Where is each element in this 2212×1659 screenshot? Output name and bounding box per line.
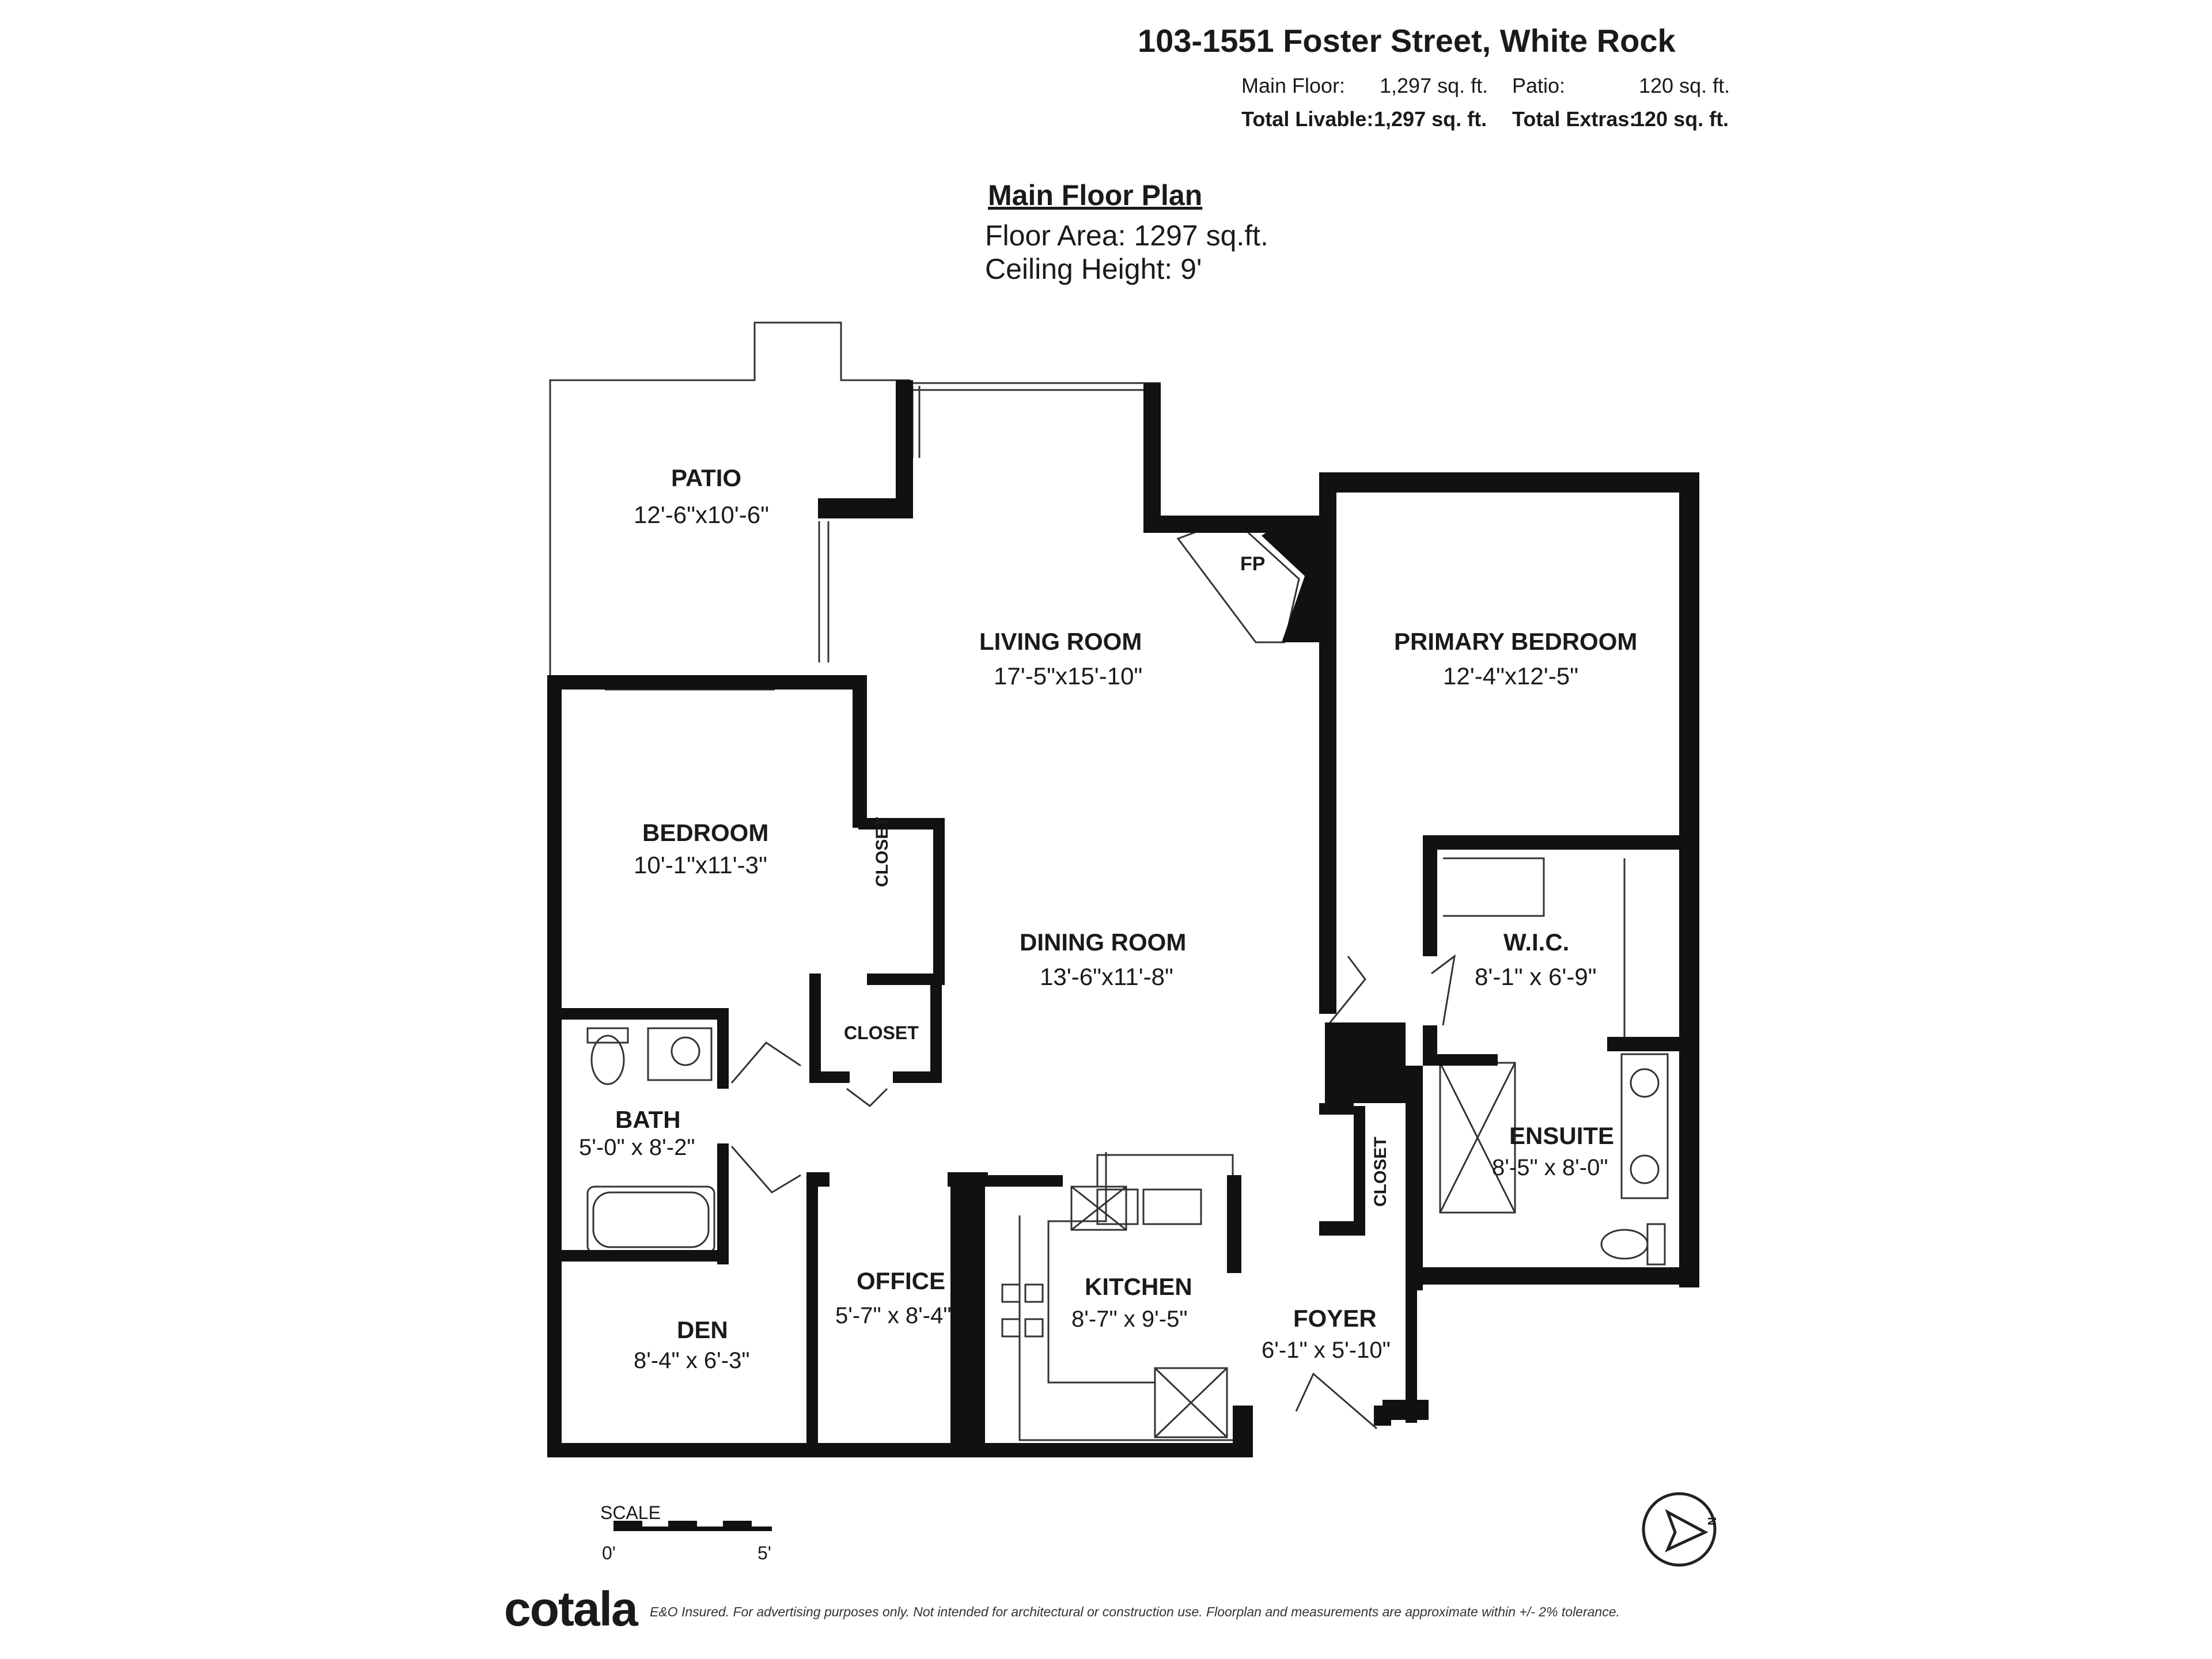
fireplace-label: FP bbox=[1240, 553, 1266, 575]
compass-north-label: N bbox=[1706, 1517, 1719, 1525]
bedroom-closet-label: CLOSET bbox=[873, 817, 892, 887]
living-room-name: LIVING ROOM bbox=[979, 628, 1142, 655]
patio-dims: 12'-6"x10'-6" bbox=[634, 501, 769, 528]
main-floor-value: 1,297 sq. ft. bbox=[1380, 74, 1488, 97]
scale-bar bbox=[613, 1521, 772, 1531]
plan-title: Main Floor Plan bbox=[988, 179, 1203, 211]
wic-name: W.I.C. bbox=[1503, 929, 1570, 956]
wic-dims: 8'-1" x 6'-9" bbox=[1475, 963, 1597, 990]
ensuite-name: ENSUITE bbox=[1509, 1122, 1615, 1149]
patio-name: PATIO bbox=[671, 464, 742, 491]
total-livable-value: 1,297 sq. ft. bbox=[1374, 107, 1487, 131]
cotala-logo: cotala bbox=[504, 1582, 638, 1636]
main-floor-label: Main Floor: bbox=[1241, 74, 1346, 97]
foyer-dims: 6'-1" x 5'-10" bbox=[1262, 1338, 1391, 1363]
disclaimer-text: E&O Insured. For advertising purposes on… bbox=[650, 1604, 1620, 1619]
living-room-dims: 17'-5"x15'-10" bbox=[994, 662, 1143, 690]
bath-dims: 5'-0" x 8'-2" bbox=[579, 1135, 695, 1160]
floor-area: Floor Area: 1297 sq.ft. bbox=[985, 219, 1268, 252]
bedroom-dims: 10'-1"x11'-3" bbox=[634, 851, 767, 878]
dining-room-dims: 13'-6"x11'-8" bbox=[1040, 963, 1173, 990]
foyer-closet-label: CLOSET bbox=[1371, 1137, 1390, 1207]
primary-bedroom-name: PRIMARY BEDROOM bbox=[1394, 628, 1638, 655]
ensuite-dims: 8'-5" x 8'-0" bbox=[1492, 1155, 1608, 1180]
scale-label: SCALE bbox=[600, 1502, 661, 1523]
compass-icon bbox=[1642, 1492, 1717, 1567]
kitchen-dims: 8'-7" x 9'-5" bbox=[1071, 1306, 1188, 1332]
total-extras-label: Total Extras: bbox=[1512, 107, 1637, 131]
office-name: OFFICE bbox=[857, 1267, 945, 1294]
address-title: 103-1551 Foster Street, White Rock bbox=[1138, 22, 1676, 59]
total-livable-label: Total Livable: bbox=[1241, 107, 1374, 131]
dining-room-name: DINING ROOM bbox=[1020, 929, 1187, 956]
scale-end: 5' bbox=[757, 1543, 771, 1563]
patio-area-label: Patio: bbox=[1512, 74, 1566, 97]
bedroom-name: BEDROOM bbox=[642, 819, 769, 846]
walls bbox=[547, 380, 1699, 1457]
kitchen-name: KITCHEN bbox=[1085, 1273, 1192, 1300]
bath-name: BATH bbox=[615, 1106, 681, 1133]
foyer-name: FOYER bbox=[1293, 1305, 1377, 1332]
hall-closet-label: CLOSET bbox=[844, 1022, 919, 1043]
scale-start: 0' bbox=[602, 1543, 616, 1563]
office-dims: 5'-7" x 8'-4" bbox=[835, 1303, 952, 1328]
patio-area-value: 120 sq. ft. bbox=[1639, 74, 1730, 97]
den-name: DEN bbox=[677, 1316, 728, 1343]
den-dims: 8'-4" x 6'-3" bbox=[634, 1348, 750, 1373]
ceiling-height: Ceiling Height: 9' bbox=[985, 253, 1202, 285]
total-extras-value: 120 sq. ft. bbox=[1633, 107, 1729, 131]
primary-bedroom-dims: 12'-4"x12'-5" bbox=[1443, 662, 1578, 690]
